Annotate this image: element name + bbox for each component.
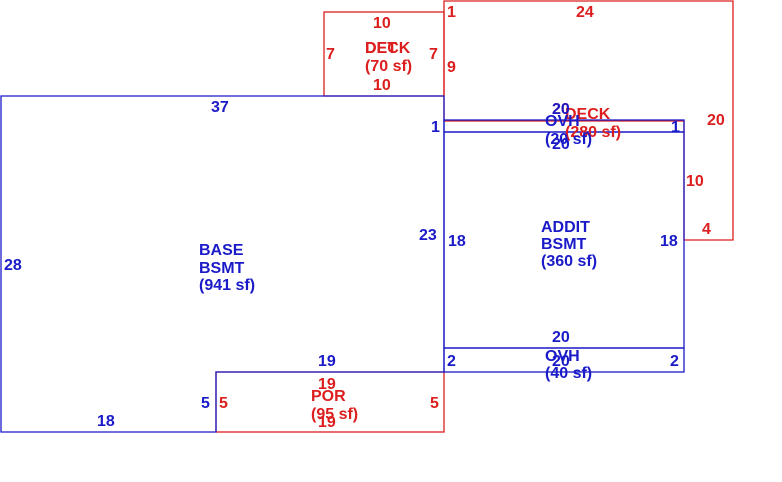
dim-deck-small-right: 7 xyxy=(429,46,438,63)
dim-deck-large-top-left: 1 xyxy=(447,4,456,21)
dim-ovh-top-left: 1 xyxy=(431,119,440,136)
dim-deck-small-left: 7 xyxy=(326,46,335,63)
ovh-top-label: OVH xyxy=(545,113,580,130)
base-bsmt-label-line2: BSMT xyxy=(199,260,245,277)
dim-deck-large-inner-top: 20 xyxy=(552,101,570,118)
porch-area: (95 sf) xyxy=(311,406,358,423)
deck-large-area: (280 sf) xyxy=(565,124,621,141)
ovh-top-outline xyxy=(443,119,685,133)
dim-ovh-bottom-left: 2 xyxy=(447,353,456,370)
dim-ovh-bottom-top: 20 xyxy=(552,329,570,346)
addit-bsmt-label-line2: BSMT xyxy=(541,236,587,253)
dim-porch-left: 5 xyxy=(219,395,228,412)
dim-addit-right: 18 xyxy=(660,233,678,250)
dim-deck-large-bottom: 4 xyxy=(702,221,711,238)
deck-small-label: DECK xyxy=(365,40,411,57)
dim-addit-left: 18 xyxy=(448,233,466,250)
ovh-bottom-area: (40 sf) xyxy=(545,365,592,382)
dim-deck-large-left: 9 xyxy=(447,59,456,76)
dim-base-top: 37 xyxy=(211,99,229,116)
dim-ovh-top-bottom: 20 xyxy=(552,136,570,153)
dim-deck-small-bottom: 10 xyxy=(373,77,391,94)
dim-ovh-bottom-right: 2 xyxy=(670,353,679,370)
dim-ovh-top-right: 1 xyxy=(671,119,680,136)
dim-porch-bottom: 19 xyxy=(318,414,336,431)
dim-porch-right: 5 xyxy=(430,395,439,412)
dim-deck-small-top: 10 xyxy=(373,15,391,32)
ovh-bottom-outline xyxy=(443,347,685,373)
deck-large-label: DECK xyxy=(565,106,611,123)
det-label: DET xyxy=(365,40,397,57)
porch-label: POR xyxy=(311,388,346,405)
dim-ovh-bottom-bottom: 20 xyxy=(552,353,570,370)
dim-deck-large-right: 20 xyxy=(707,112,725,129)
ovh-bottom-label: OVH xyxy=(545,348,580,365)
base-bsmt-area: (941 sf) xyxy=(199,277,255,294)
addit-bsmt-area: (360 sf) xyxy=(541,253,597,270)
deck-small-area: (70 sf) xyxy=(365,58,412,75)
dim-base-notch: 5 xyxy=(201,395,210,412)
addit-bsmt-label-line1: ADDIT xyxy=(541,219,590,236)
ovh-top-area: (20 sf) xyxy=(545,131,592,148)
dim-base-inner-right: 23 xyxy=(419,227,437,244)
dim-base-left: 28 xyxy=(4,257,22,274)
dim-ovh-top-width: 20 xyxy=(552,101,570,118)
base-bsmt-label-line1: BASE xyxy=(199,242,244,259)
dim-base-notch-top: 19 xyxy=(318,353,336,370)
dim-deck-large-step: 10 xyxy=(686,173,704,190)
dim-base-bottom: 18 xyxy=(97,413,115,430)
dim-deck-large-top: 24 xyxy=(576,4,594,21)
base-bsmt-outline xyxy=(0,95,445,433)
dim-porch-top: 19 xyxy=(318,376,336,393)
